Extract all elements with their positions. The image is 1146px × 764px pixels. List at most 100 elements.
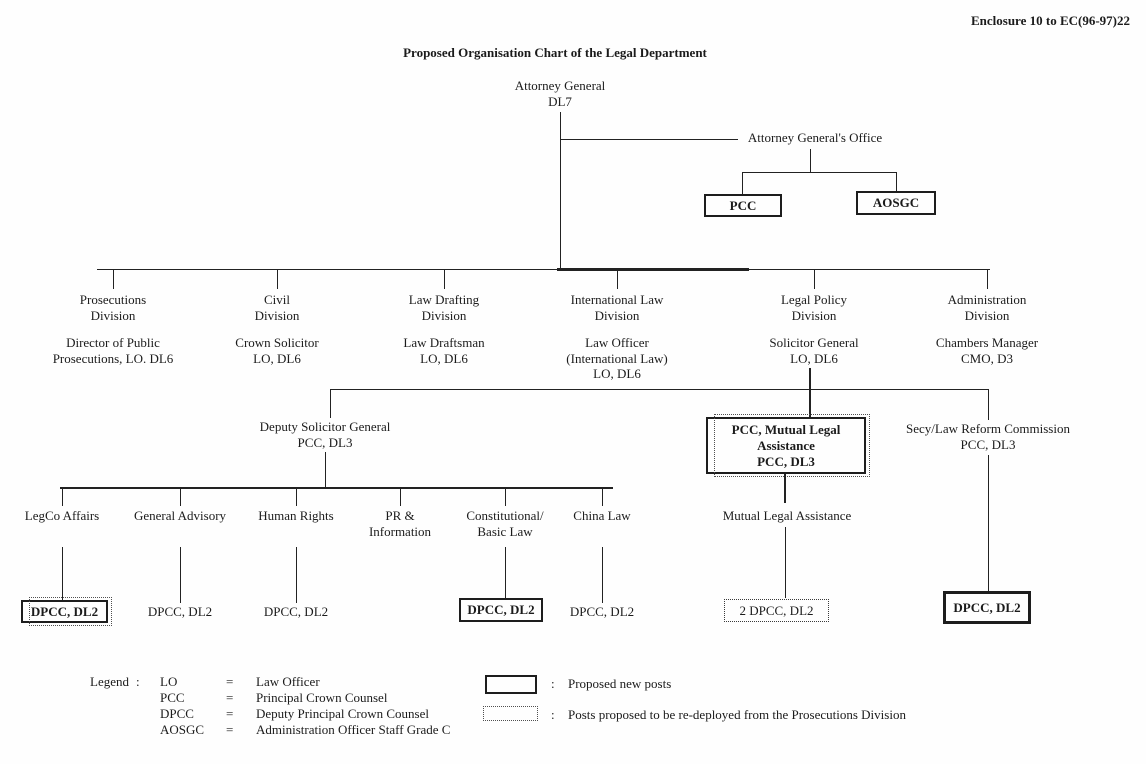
node-grade: PCC, DL3 [960, 436, 1016, 452]
head-line: (International Law) [566, 350, 668, 366]
node-grade: DL7 [548, 93, 572, 109]
connector-line [742, 172, 897, 173]
legend-key-colon: : [551, 707, 555, 722]
post-label: DPCC, DL2 [467, 602, 535, 617]
page-title: Proposed Organisation Chart of the Legal… [403, 45, 707, 60]
section-mutual-legal-assistance: Mutual Legal Assistance [722, 508, 852, 523]
head-line: Solicitor General [769, 335, 859, 350]
head-chambers-manager: Chambers Manager CMO, D3 [897, 335, 1077, 366]
head-line: Law Draftsman [403, 335, 485, 350]
head-line: LO, DL6 [253, 350, 301, 366]
enclosure-reference: Enclosure 10 to EC(96-97)22 [970, 13, 1130, 28]
division-name-line: Division [791, 307, 837, 323]
division-name-line: International Law [570, 292, 664, 307]
connector-line [277, 269, 278, 289]
connector-line [602, 547, 603, 603]
post-box-dpcc-constitutional: DPCC, DL2 [459, 598, 543, 622]
head-line: Crown Solicitor [235, 335, 319, 350]
head-line: CMO, D3 [960, 350, 1013, 366]
division-name-line: Law Drafting [408, 292, 480, 307]
head-line: Law Officer [585, 335, 649, 350]
connector-line [330, 389, 331, 418]
division-civil: Civil Division [197, 292, 357, 323]
legend-equals: = [226, 722, 234, 737]
connector-line [809, 368, 811, 418]
section-label-line: General Advisory [133, 508, 227, 523]
node-secy-law-reform-commission: Secy/Law Reform Commission PCC, DL3 [896, 421, 1080, 452]
division-name-line: Prosecutions [79, 292, 147, 307]
post-box-dpcc-law-reform: DPCC, DL2 [943, 591, 1031, 624]
division-name-line: Civil [263, 292, 290, 307]
division-prosecutions: Prosecutions Division [33, 292, 193, 323]
division-name-line: Division [421, 307, 467, 323]
section-general-advisory: General Advisory [125, 508, 235, 524]
legend-equals: = [226, 674, 234, 689]
head-director-public-prosecutions: Director of Public Prosecutions, LO. DL6 [23, 335, 203, 366]
connector-line [296, 487, 297, 506]
head-crown-solicitor: Crown Solicitor LO, DL6 [187, 335, 367, 366]
head-law-draftsman: Law Draftsman LO, DL6 [354, 335, 534, 366]
post-dpcc-china-law: DPCC, DL2 [569, 604, 635, 619]
post-box-pcc: PCC [704, 194, 782, 217]
post-line: PCC, Mutual Legal [731, 421, 841, 437]
post-label: AOSGC [872, 195, 920, 210]
section-pr-information: PR & Information [345, 508, 455, 539]
node-title: Deputy Solicitor General [259, 419, 391, 434]
section-label-line: Information [368, 523, 432, 539]
division-name-line: Legal Policy [780, 292, 848, 307]
division-name-line: Administration [947, 292, 1027, 307]
connector-line [988, 389, 989, 420]
post-box-2dpcc-mutual-legal-assistance: 2 DPCC, DL2 [724, 599, 829, 622]
post-line: PCC, DL3 [757, 453, 815, 469]
connector-line [602, 487, 603, 506]
connector-line [987, 269, 988, 289]
connector-line [180, 547, 181, 603]
node-ag-office: Attorney General's Office [747, 130, 883, 145]
post-label: PCC [729, 197, 757, 213]
connector-line [97, 269, 990, 270]
legend-key-label: Proposed new posts [568, 676, 672, 691]
post-box-aosgc: AOSGC [856, 191, 936, 215]
division-name-line: Division [90, 307, 136, 323]
connector-line [325, 452, 326, 488]
legend-title: Legend [90, 674, 129, 689]
legend-colon: : [136, 674, 140, 689]
connector-line [810, 149, 811, 173]
section-legco-affairs: LegCo Affairs [7, 508, 117, 524]
legend-key-dotted-box [483, 706, 538, 721]
connector-line [814, 269, 815, 289]
connector-line [330, 389, 988, 390]
node-attorney-general: Attorney General DL7 [480, 78, 640, 109]
head-line: Director of Public [66, 335, 160, 350]
connector-line [896, 172, 897, 192]
connector-line [988, 455, 989, 591]
connector-line [296, 547, 297, 603]
post-box-dpcc-legco: DPCC, DL2 [21, 597, 112, 626]
connector-line [505, 487, 506, 506]
section-china-law: China Law [547, 508, 657, 524]
post-dpcc-general-advisory: DPCC, DL2 [147, 604, 213, 619]
connector-line [742, 172, 743, 195]
node-deputy-solicitor-general: Deputy Solicitor General PCC, DL3 [245, 419, 405, 450]
connector-line [60, 487, 613, 489]
head-line: Prosecutions, LO. DL6 [52, 350, 174, 366]
legend-abbr: PCC [160, 690, 185, 705]
connector-line [400, 487, 401, 506]
connector-line [617, 269, 618, 289]
post-label: DPCC, DL2 [953, 599, 1021, 615]
section-constitutional-basic-law: Constitutional/ Basic Law [450, 508, 560, 539]
head-line: LO, DL6 [593, 366, 641, 381]
section-label-line: PR & [385, 508, 415, 523]
post-label: 2 DPCC, DL2 [739, 602, 814, 618]
head-solicitor-general: Solicitor General LO, DL6 [724, 335, 904, 366]
connector-line [557, 268, 749, 271]
post-dpcc-human-rights: DPCC, DL2 [263, 604, 329, 619]
section-human-rights: Human Rights [241, 508, 351, 524]
head-line: LO, DL6 [420, 350, 468, 366]
division-name-line: Division [964, 307, 1010, 323]
legend-key-label: Posts proposed to be re-deployed from th… [568, 707, 906, 722]
connector-line [560, 112, 561, 270]
division-administration: Administration Division [907, 292, 1067, 323]
node-grade: PCC, DL3 [297, 434, 353, 450]
